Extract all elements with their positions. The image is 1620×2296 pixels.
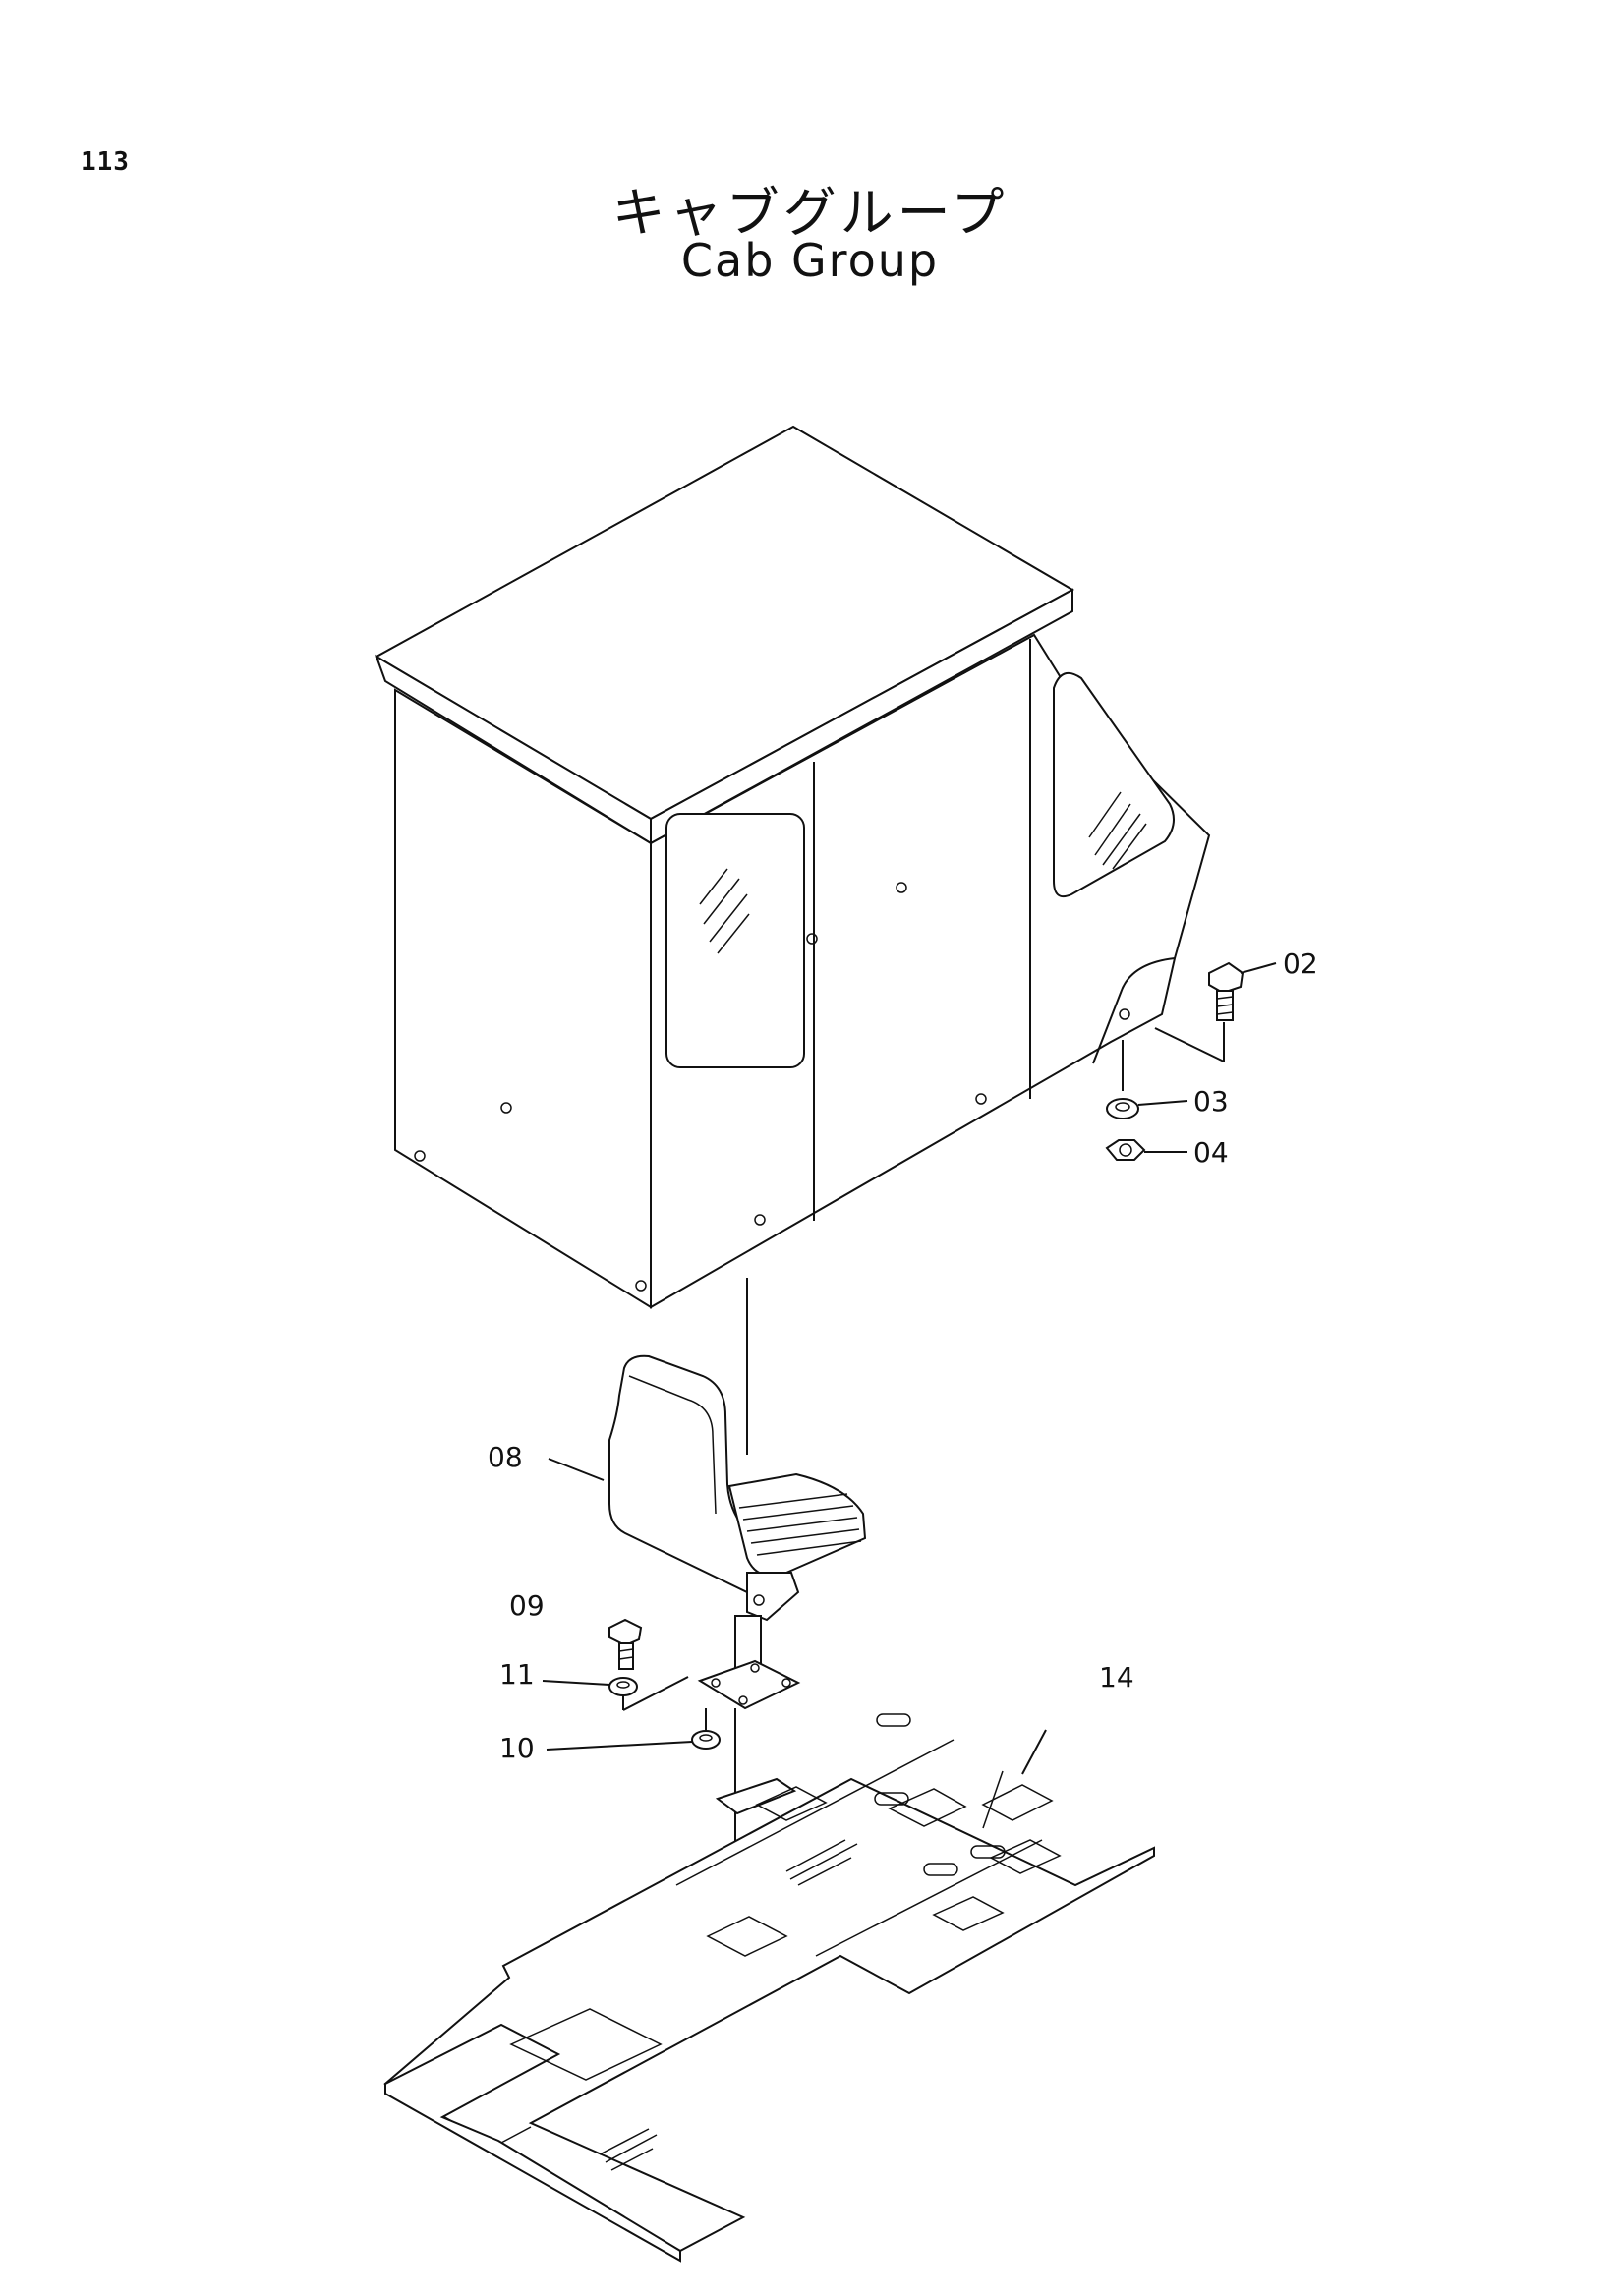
cab-assembly	[374, 425, 1211, 1309]
seat-mount-fasteners	[542, 1618, 721, 1751]
callout-09: 09	[509, 1589, 545, 1622]
cab-front-window	[665, 813, 805, 1068]
cab-side-window	[1053, 671, 1175, 898]
callout-11: 11	[499, 1658, 535, 1691]
seat-backrest	[608, 1354, 771, 1594]
callout-08: 08	[488, 1441, 523, 1473]
callout-labels: 02 03 04 08 09 11 10 14	[488, 947, 1318, 1764]
washer-11-icon	[608, 1677, 638, 1696]
bolt-02-icon	[1208, 961, 1244, 1021]
nut-10-icon	[691, 1730, 721, 1750]
washer-03-icon	[1106, 1098, 1139, 1119]
floor-mat-main	[383, 1777, 1155, 2253]
callout-03: 03	[1193, 1085, 1229, 1118]
callout-10: 10	[499, 1732, 535, 1764]
floor-mat-14	[383, 1713, 1155, 2263]
operator-seat	[608, 1354, 867, 1710]
page-title-english: Cab Group	[680, 234, 940, 287]
seat-base-plate	[697, 1659, 801, 1710]
callout-02: 02	[1283, 947, 1318, 980]
cab-mount-fasteners	[1105, 961, 1277, 1161]
callout-14: 14	[1099, 1661, 1134, 1693]
nut-04-icon	[1105, 1139, 1146, 1161]
callout-04: 04	[1193, 1136, 1229, 1169]
bolt-09-icon	[608, 1618, 643, 1670]
page-title-japanese: キャブグループ	[611, 182, 1009, 244]
page-number: 113	[81, 147, 130, 177]
